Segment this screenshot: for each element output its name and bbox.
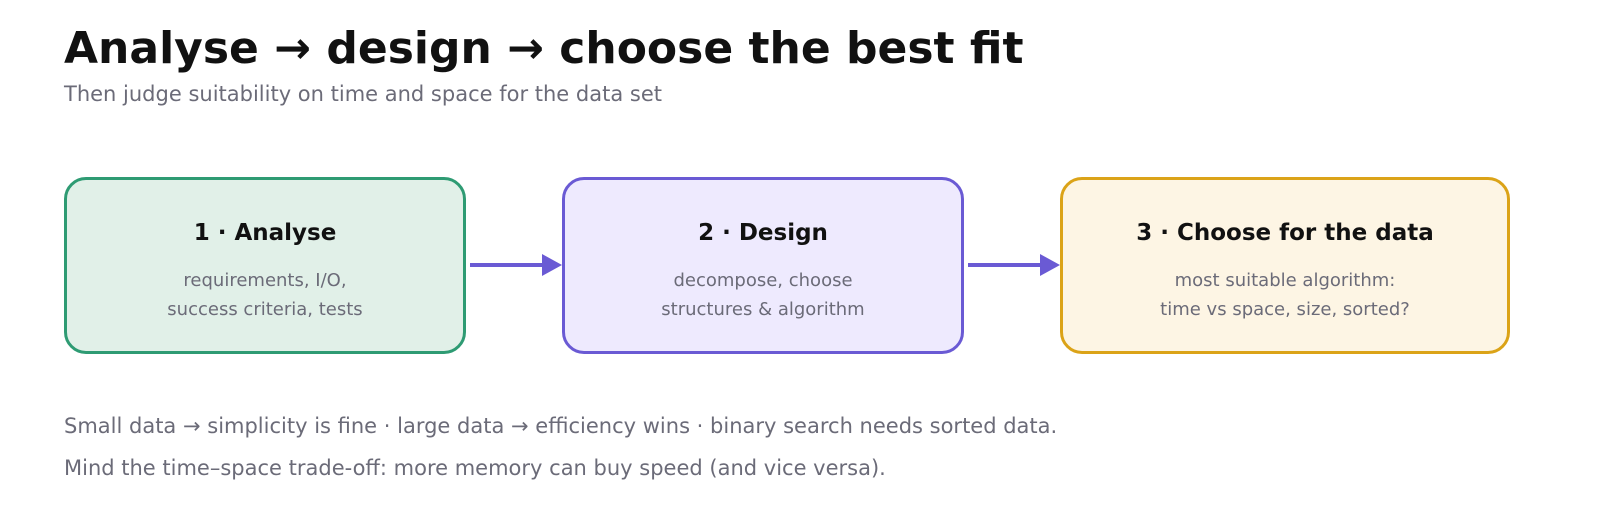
arrow-analyse-to-design [470, 254, 562, 276]
stage-choose-desc-line-1: most suitable algorithm: [1174, 270, 1396, 291]
stage-design-desc-line-1: decompose, choose [673, 270, 853, 291]
stage-design-desc-line-2: structures & algorithm [661, 299, 865, 320]
note-data-size: Small data → simplicity is fine · large … [64, 414, 1058, 438]
stage-design-box: 2 · Design decompose, choose structures … [562, 177, 964, 354]
stage-design-description: decompose, choose structures & algorithm [565, 266, 961, 324]
note-time-space-tradeoff: Mind the time–space trade-off: more memo… [64, 456, 886, 480]
arrow-design-to-choose-head [1040, 254, 1060, 276]
stage-analyse-title: 1 · Analyse [193, 220, 337, 246]
page-title: Analyse → design → choose the best fit [64, 23, 1024, 74]
stage-choose-description: most suitable algorithm: time vs space, … [1063, 266, 1507, 324]
arrow-analyse-to-design-head [542, 254, 562, 276]
stage-choose-box: 3 · Choose for the data most suitable al… [1060, 177, 1510, 354]
stage-choose-desc-line-2: time vs space, size, sorted? [1160, 299, 1410, 320]
arrow-design-to-choose [968, 254, 1060, 276]
stage-analyse-desc-line-1: requirements, I/O, [183, 270, 347, 291]
stage-analyse-box: 1 · Analyse requirements, I/O, success c… [64, 177, 466, 354]
page-subtitle: Then judge suitability on time and space… [64, 82, 662, 106]
stage-design-title: 2 · Design [698, 220, 828, 246]
stage-choose-title: 3 · Choose for the data [1136, 220, 1434, 246]
stage-analyse-description: requirements, I/O, success criteria, tes… [67, 266, 463, 324]
stage-analyse-desc-line-2: success criteria, tests [167, 299, 363, 320]
